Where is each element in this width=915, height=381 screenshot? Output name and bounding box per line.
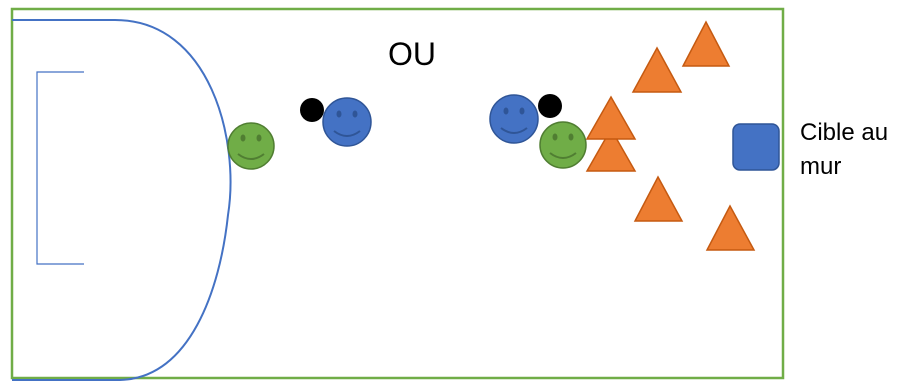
target-label: Cible au mur [800, 116, 888, 184]
cone-icon [705, 204, 756, 251]
goal-area-line [12, 19, 232, 381]
green-player-left [227, 122, 275, 170]
cone-icon [681, 20, 731, 67]
target-label-line2: mur [800, 153, 842, 180]
cone-icon [631, 46, 683, 93]
cone-icon [585, 127, 637, 172]
ball-icon [538, 94, 562, 118]
target-square-icon [732, 123, 780, 171]
alternative-label: OU [388, 36, 436, 72]
cone-icon [633, 175, 684, 222]
goal-frame [36, 71, 84, 265]
blue-player-right [489, 94, 539, 144]
target-label-line1: Cible au [800, 119, 889, 146]
ball-icon [300, 98, 324, 122]
cone-icon [585, 95, 637, 140]
blue-player-left [322, 97, 372, 147]
green-player-right [539, 121, 587, 169]
